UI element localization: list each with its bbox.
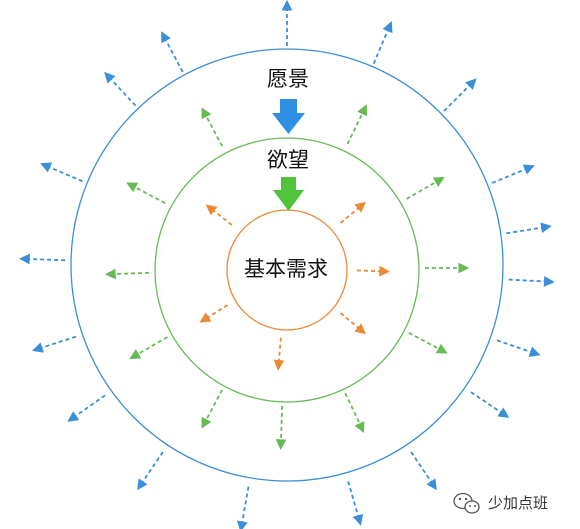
vision-down-arrow — [272, 99, 305, 134]
wechat-icon — [453, 492, 480, 514]
inner-dashed-arrow-2 — [356, 265, 391, 277]
middle-dashed-arrow-1 — [346, 104, 367, 145]
inner-arrows — [199, 201, 391, 371]
outer-dashed-arrow-6 — [508, 276, 555, 287]
inner-dashed-arrow-3 — [340, 312, 367, 335]
outer-dashed-arrow-8 — [470, 391, 510, 418]
outer-ring — [70, 48, 504, 482]
middle-dashed-arrow-6 — [275, 405, 287, 451]
inner-dashed-arrow-6 — [205, 204, 233, 226]
middle-ring — [154, 137, 420, 403]
vision-label: 愿景 — [267, 67, 309, 91]
outer-dashed-arrow-9 — [410, 451, 437, 491]
outer-dashed-arrow-15 — [19, 253, 66, 265]
middle-dashed-arrow-4 — [408, 332, 448, 354]
outer-dashed-arrow-11 — [236, 486, 250, 529]
outer-dashed-arrow-14 — [31, 335, 77, 353]
outer-dashed-arrow-10 — [347, 481, 364, 526]
middle-dashed-arrow-11 — [201, 107, 223, 147]
basic-needs-label: 基本需求 — [244, 257, 328, 281]
inner-dashed-arrow-4 — [273, 337, 285, 371]
inner-dashed-arrow-1 — [340, 201, 367, 224]
middle-arrows — [104, 104, 470, 451]
middle-dashed-arrow-10 — [126, 182, 166, 204]
middle-dashed-arrow-8 — [129, 336, 168, 360]
watermark-text: 少加点班 — [488, 494, 548, 512]
desire-label: 欲望 — [267, 148, 309, 172]
outer-arrows — [19, 0, 555, 529]
middle-dashed-arrow-7 — [201, 389, 223, 429]
outer-dashed-arrow-17 — [104, 71, 137, 107]
outer-dashed-arrow-16 — [40, 162, 83, 183]
outer-dashed-arrow-5 — [506, 222, 552, 235]
outer-dashed-arrow-12 — [137, 451, 164, 491]
outer-dashed-arrow-3 — [443, 78, 477, 112]
outer-dashed-arrow-18 — [161, 31, 184, 73]
desire-down-arrow — [273, 177, 304, 211]
outer-dashed-arrow-2 — [372, 21, 393, 64]
outer-dashed-arrow-13 — [67, 394, 106, 422]
middle-dashed-arrow-9 — [104, 268, 150, 280]
inner-ring — [226, 209, 348, 331]
middle-dashed-arrow-2 — [406, 176, 445, 200]
outer-dashed-arrow-7 — [496, 339, 541, 357]
outer-dashed-arrow-4 — [491, 164, 535, 184]
middle-dashed-arrow-5 — [344, 392, 365, 434]
inner-dashed-arrow-5 — [199, 304, 229, 323]
